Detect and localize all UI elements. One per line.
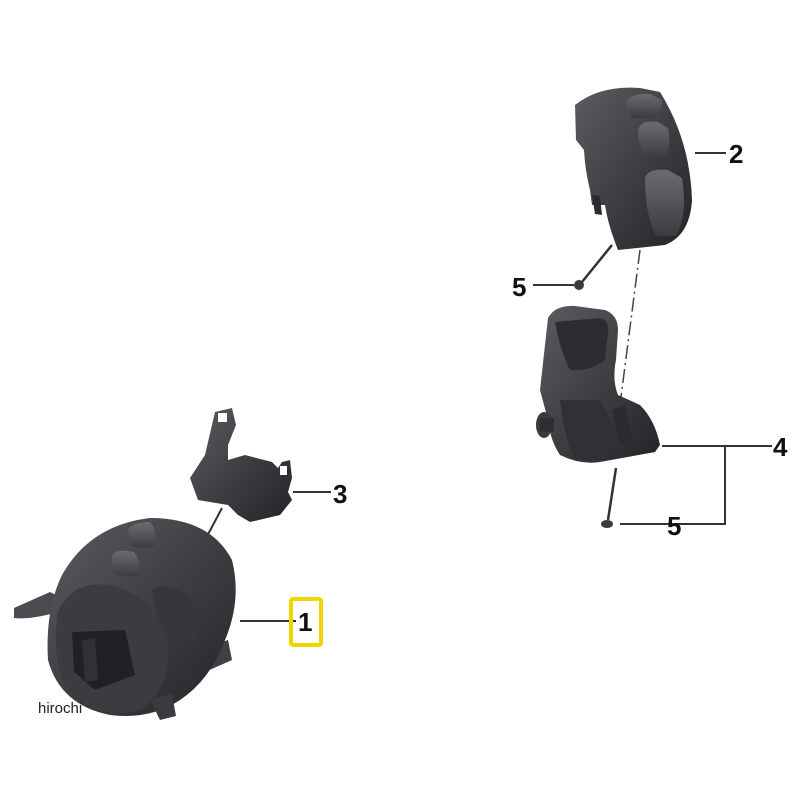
leader-lines xyxy=(240,152,772,622)
callout-label-5-upper: 5 xyxy=(512,272,527,302)
callout-label-1: 1 xyxy=(298,607,313,637)
part-3-bracket xyxy=(190,408,292,541)
callout-highlight-box xyxy=(289,597,323,647)
callout-label-4: 4 xyxy=(773,432,788,462)
alignment-line xyxy=(617,249,641,421)
part-4-switch-housing xyxy=(536,305,660,463)
leader-line-5-lower xyxy=(620,446,726,525)
part-5-screw-upper xyxy=(574,244,613,290)
callout-label-2: 2 xyxy=(729,139,744,169)
part-2-switch-cover xyxy=(575,87,692,250)
part-5-screw-lower xyxy=(601,467,618,528)
part-1-switch-housing xyxy=(14,518,236,720)
watermark-text: hirochi xyxy=(38,700,83,717)
callout-label-3: 3 xyxy=(333,479,348,509)
callout-label-5-lower: 5 xyxy=(667,511,682,541)
